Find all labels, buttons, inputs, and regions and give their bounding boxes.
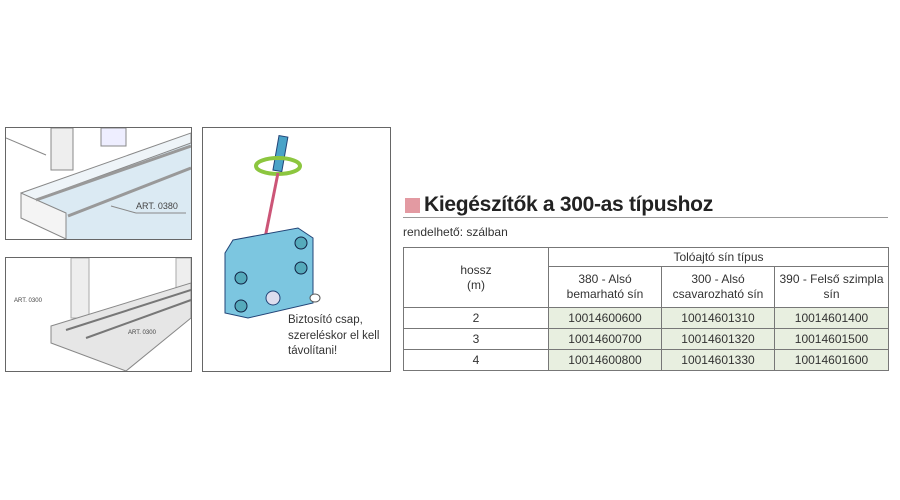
title-accent-square (405, 197, 420, 213)
code-cell: 10014600800 (548, 349, 662, 371)
rail-0300-illustration: ART. 0300 ART. 0300 (5, 257, 192, 372)
product-table: hossz (m) Tolóajtó sín típus 380 - Alsó … (403, 247, 889, 371)
rail-drawing (6, 128, 191, 239)
roller-drawing (224, 134, 321, 319)
length-header: hossz (m) (403, 247, 549, 308)
subtitle: rendelhető: szálban (403, 225, 508, 239)
art-0380-label: ART. 0380 (136, 201, 178, 211)
length-cell: 2 (403, 307, 549, 329)
title-divider (403, 217, 888, 218)
column-header: 390 - Felső szimpla sín (774, 266, 889, 308)
code-cell: 10014601600 (774, 349, 889, 371)
code-cell: 10014601400 (774, 307, 889, 329)
code-cell: 10014601500 (774, 328, 889, 350)
roller-illustration (202, 127, 391, 372)
rail-drawing (50, 258, 191, 371)
title-text: Kiegészítők a 300-as típushoz (424, 193, 713, 216)
code-cell: 10014600700 (548, 328, 662, 350)
group-header: Tolóajtó sín típus (548, 247, 889, 267)
art-0300-left-label: ART. 0300 (14, 298, 42, 304)
length-cell: 3 (403, 328, 549, 350)
length-cell: 4 (403, 349, 549, 371)
column-header: 300 - Alsó csavarozható sín (661, 266, 775, 308)
page-title: Kiegészítők a 300-as típushoz (405, 193, 713, 217)
pin-note: Biztosító csap, szereléskor el kell távo… (288, 314, 380, 357)
code-cell: 10014601320 (661, 328, 775, 350)
art-0300-right-label: ART. 0300 (128, 330, 156, 336)
code-cell: 10014601310 (661, 307, 775, 329)
length-header-text: hossz (m) (460, 262, 492, 292)
rail-0380-illustration: ART. 0380 (5, 127, 192, 240)
code-cell: 10014600600 (548, 307, 662, 329)
column-header: 380 - Alsó bemarható sín (548, 266, 662, 308)
code-cell: 10014601330 (661, 349, 775, 371)
